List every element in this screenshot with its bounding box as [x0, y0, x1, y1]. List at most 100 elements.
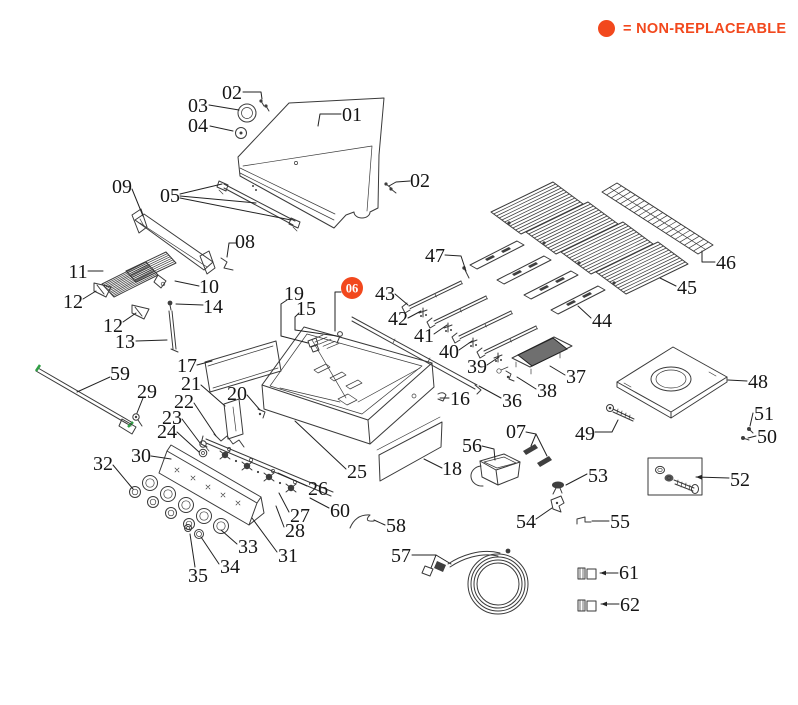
callout-15: 15	[294, 298, 338, 337]
part-53-igniter	[552, 481, 564, 495]
svg-text:25: 25	[347, 461, 367, 483]
part-57-hose	[421, 548, 511, 577]
callout-03: 03	[188, 95, 240, 117]
callout-18: 18	[423, 458, 462, 480]
svg-text:29: 29	[137, 381, 157, 403]
part-37-sear-burner	[496, 336, 573, 375]
part-10-rack	[125, 251, 177, 283]
part-55-clip	[576, 516, 592, 525]
svg-text:62: 62	[620, 594, 640, 616]
callout-43: 43	[375, 283, 409, 306]
svg-text:07: 07	[506, 421, 526, 443]
svg-text:15: 15	[296, 298, 316, 320]
svg-text:02: 02	[222, 82, 242, 104]
svg-text:26: 26	[308, 478, 328, 500]
callout-29: 29	[136, 381, 157, 414]
callout-07: 07	[506, 421, 548, 457]
callout-36: 36	[478, 385, 522, 412]
callout-10: 10	[174, 276, 219, 298]
callout-26: 26	[277, 472, 328, 500]
callout-38: 38	[516, 376, 557, 402]
callout-02: 02	[388, 170, 430, 192]
svg-text:46: 46	[716, 252, 736, 274]
callout-01: 01	[317, 104, 362, 127]
part-09-frame	[131, 208, 216, 275]
callout-32: 32	[93, 453, 134, 490]
svg-text:18: 18	[442, 458, 462, 480]
svg-text:52: 52	[730, 469, 750, 491]
part-20-bracket	[257, 408, 266, 419]
callout-24: 24	[157, 421, 200, 453]
svg-text:32: 32	[93, 453, 113, 475]
svg-text:14: 14	[203, 296, 223, 318]
svg-text:50: 50	[757, 426, 777, 448]
svg-text:37: 37	[566, 366, 586, 388]
part-48-plate	[616, 346, 728, 419]
svg-text:06: 06	[346, 282, 359, 296]
part-23-24-rings	[198, 440, 210, 458]
svg-text:12: 12	[103, 315, 123, 337]
svg-text:04: 04	[188, 115, 208, 137]
svg-text:23: 23	[162, 407, 182, 429]
svg-text:12: 12	[63, 291, 83, 313]
svg-text:11: 11	[68, 261, 87, 283]
part-19-hinge	[307, 337, 320, 353]
svg-text:40: 40	[439, 341, 459, 363]
callout-11: 11	[68, 261, 104, 283]
part-05-handle	[216, 180, 301, 232]
part-08-bracket	[220, 257, 234, 271]
svg-text:59: 59	[110, 363, 130, 385]
callout-22: 22	[174, 391, 217, 437]
part-12-brackets	[93, 282, 150, 320]
part-62-fitting	[577, 599, 597, 612]
svg-text:09: 09	[112, 176, 132, 198]
svg-text:16: 16	[450, 388, 470, 410]
part-07-strips	[523, 444, 552, 467]
part-06-firebox	[261, 326, 435, 445]
callout-13: 13	[115, 331, 168, 353]
generated-parts	[102, 181, 714, 615]
callout-17: 17	[177, 355, 213, 377]
part-01-hood	[237, 97, 385, 229]
callout-53: 53	[565, 465, 608, 487]
part-14-pin	[167, 300, 173, 311]
callout-27: 27	[278, 492, 310, 527]
part-04-cap	[235, 127, 247, 139]
svg-text:55: 55	[610, 511, 630, 533]
callout-62: 62	[600, 594, 640, 616]
svg-text:13: 13	[115, 331, 135, 353]
callout-44: 44	[577, 305, 612, 332]
part-36-cross-rail	[351, 316, 482, 395]
svg-text:38: 38	[537, 380, 557, 402]
part-59-crossbar	[34, 364, 137, 435]
legend-non-replaceable: = NON-REPLACEABLE	[598, 20, 786, 37]
svg-text:54: 54	[516, 511, 536, 533]
svg-text:17: 17	[177, 355, 197, 377]
callout-04: 04	[188, 115, 234, 137]
part-02-screws	[259, 99, 397, 194]
callout-30: 30	[131, 445, 172, 467]
callout-23: 23	[162, 407, 201, 444]
svg-text:24: 24	[157, 421, 177, 443]
callout-19: 19	[280, 283, 309, 344]
callout-02: 02	[222, 82, 263, 104]
svg-text:03: 03	[188, 95, 208, 117]
callout-06-badge[interactable]: 06	[334, 277, 363, 332]
legend-label: = NON-REPLACEABLE	[623, 20, 787, 37]
callout-39: 39	[467, 356, 500, 378]
part-47-pin	[462, 266, 470, 279]
part-56-grease-cup	[470, 453, 521, 487]
svg-text:01: 01	[342, 104, 362, 126]
part-11-bar	[101, 261, 167, 298]
svg-text:58: 58	[386, 515, 406, 537]
svg-text:33: 33	[238, 536, 258, 558]
svg-text:45: 45	[677, 277, 697, 299]
callout-28: 28	[275, 505, 305, 542]
callout-60: 60	[309, 497, 350, 522]
svg-text:05: 05	[160, 185, 180, 207]
svg-text:41: 41	[414, 325, 434, 347]
callout-layer: 0102030405020908101112121314191517434241…	[63, 82, 777, 616]
svg-text:10: 10	[199, 276, 219, 298]
